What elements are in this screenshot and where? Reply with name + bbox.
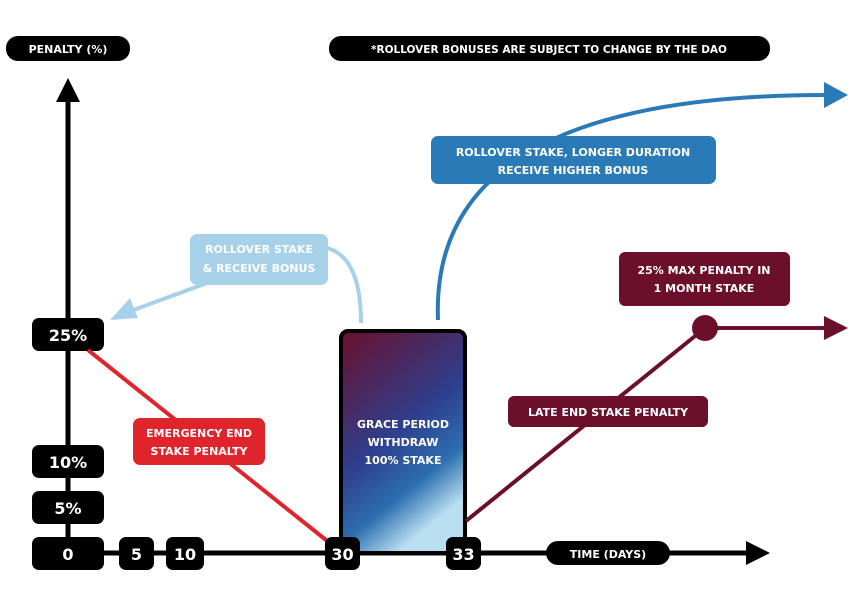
y-axis <box>56 78 80 555</box>
rollover-short-arrow-icon <box>110 298 138 320</box>
svg-text:5: 5 <box>131 545 142 564</box>
late-penalty-line <box>464 315 848 523</box>
svg-text:5%: 5% <box>54 499 81 518</box>
svg-text:25% MAX PENALTY IN: 25% MAX PENALTY IN <box>637 264 770 277</box>
svg-text:GRACE PERIOD: GRACE PERIOD <box>357 418 449 431</box>
svg-text:*ROLLOVER BONUSES ARE SUBJECT: *ROLLOVER BONUSES ARE SUBJECT TO CHANGE … <box>371 44 727 56</box>
svg-text:10%: 10% <box>49 453 87 472</box>
svg-text:EMERGENCY END: EMERGENCY END <box>146 427 252 440</box>
y-axis-arrow-icon <box>56 78 80 102</box>
svg-text:0: 0 <box>62 545 73 564</box>
svg-text:25%: 25% <box>49 326 87 345</box>
x-axis-arrow-icon <box>746 541 770 565</box>
grace-period-box: GRACE PERIOD WITHDRAW 100% STAKE <box>339 329 467 555</box>
late-penalty-callout: LATE END STAKE PENALTY <box>508 396 708 427</box>
y-tick-25: 25% <box>32 318 104 351</box>
svg-text:ROLLOVER STAKE: ROLLOVER STAKE <box>205 243 313 256</box>
emergency-penalty-callout: EMERGENCY END STAKE PENALTY <box>133 418 265 465</box>
svg-text:33: 33 <box>452 545 474 564</box>
svg-text:RECEIVE HIGHER BONUS: RECEIVE HIGHER BONUS <box>498 164 649 177</box>
rollover-long-callout: ROLLOVER STAKE, LONGER DURATION RECEIVE … <box>431 136 716 184</box>
y-tick-5: 5% <box>32 491 104 524</box>
svg-text:LATE END STAKE PENALTY: LATE END STAKE PENALTY <box>528 406 689 419</box>
max-penalty-callout: 25% MAX PENALTY IN 1 MONTH STAKE <box>619 252 790 306</box>
y-tick-0: 0 <box>32 537 104 570</box>
x-tick-33: 33 <box>446 537 481 570</box>
rollover-long-arrow-icon <box>824 82 848 108</box>
x-tick-10: 10 <box>166 537 204 570</box>
x-axis-title: TIME (DAYS) <box>546 541 670 565</box>
max-penalty-point-icon <box>692 315 718 341</box>
svg-text:30: 30 <box>331 545 353 564</box>
svg-text:PENALTY (%): PENALTY (%) <box>29 43 108 56</box>
y-axis-title: PENALTY (%) <box>6 36 130 61</box>
x-tick-30: 30 <box>325 537 360 570</box>
svg-text:STAKE PENALTY: STAKE PENALTY <box>151 445 249 458</box>
svg-text:100% STAKE: 100% STAKE <box>365 454 442 467</box>
svg-text:TIME (DAYS): TIME (DAYS) <box>570 548 646 561</box>
y-tick-10: 10% <box>32 445 104 478</box>
x-tick-5: 5 <box>119 537 154 570</box>
late-penalty-arrow-icon <box>824 316 848 340</box>
svg-text:& RECEIVE BONUS: & RECEIVE BONUS <box>203 262 316 275</box>
svg-text:1 MONTH STAKE: 1 MONTH STAKE <box>654 282 755 295</box>
svg-text:10: 10 <box>174 545 196 564</box>
rollover-short-callout: ROLLOVER STAKE & RECEIVE BONUS <box>190 234 328 285</box>
svg-text:WITHDRAW: WITHDRAW <box>368 436 439 449</box>
dao-note: *ROLLOVER BONUSES ARE SUBJECT TO CHANGE … <box>329 36 770 61</box>
svg-text:ROLLOVER STAKE, LONGER DURATIO: ROLLOVER STAKE, LONGER DURATION <box>456 146 690 159</box>
